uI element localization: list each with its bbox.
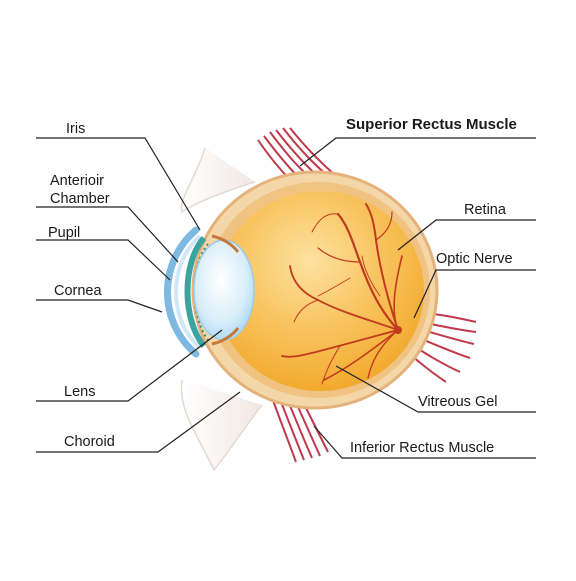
label-iris: Iris <box>66 121 86 137</box>
label-anterior-chamber: Anterioir Chamber <box>50 173 110 207</box>
label-choroid: Choroid <box>64 434 115 450</box>
leader-lines <box>36 137 536 459</box>
label-superior-rectus-muscle: Superior Rectus Muscle <box>346 116 517 133</box>
lens <box>193 239 255 341</box>
retinal-blood-vessels <box>281 203 403 385</box>
cornea <box>164 226 200 358</box>
label-retina: Retina <box>464 202 506 218</box>
upper-eyelid <box>180 147 256 214</box>
label-inferior-rectus-muscle: Inferior Rectus Muscle <box>350 440 495 456</box>
lower-eyelid <box>180 379 263 472</box>
label-cornea: Cornea <box>54 283 102 299</box>
vitreous-body <box>216 191 424 391</box>
label-pupil: Pupil <box>48 225 81 241</box>
iris <box>184 235 207 348</box>
optic-disc <box>394 326 402 334</box>
label-lens: Lens <box>64 384 96 400</box>
label-vitreous-gel: Vitreous Gel <box>418 394 498 410</box>
label-optic-nerve: Optic Nerve <box>436 251 513 267</box>
